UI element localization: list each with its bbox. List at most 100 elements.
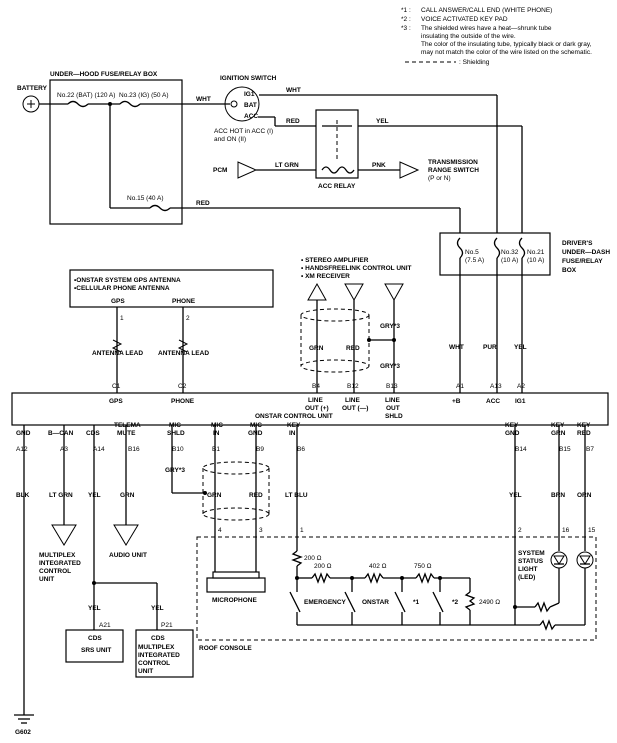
ctrl-cds: CDS: [86, 430, 100, 437]
note1-mark: *1 :: [401, 7, 411, 14]
relay-coil-icon: [321, 166, 355, 174]
antenna-line2: •CELLULAR PHONE ANTENNA: [74, 285, 170, 292]
note2-text: VOICE ACTIVATED KEY PAD: [421, 16, 508, 23]
pin-1: 1: [300, 527, 304, 534]
ignition-switch: IGNITION SWITCH IG1 BAT ACC ACC HOT in A…: [214, 75, 498, 233]
fuse21-icon: [518, 237, 526, 259]
antenna-pin1: 1: [120, 315, 124, 322]
wire-pur-a13: PUR: [483, 344, 497, 351]
fuse15-icon: [149, 204, 171, 212]
ctrl-telema-1: TELEMA: [114, 422, 141, 429]
pin-b9: B9: [256, 446, 264, 453]
stereo-line2: • HANDSFREELINK CONTROL UNIT: [301, 265, 412, 272]
wire-gry-micsh: GRY*3: [165, 467, 185, 474]
pin-b6: B6: [297, 446, 305, 453]
antenna-box: [69, 269, 274, 308]
pin-a14: A14: [93, 446, 105, 453]
stereo-line1: • STEREO AMPLIFIER: [301, 257, 369, 264]
roof-console-frame: [196, 536, 597, 641]
trans-switch-arrow-icon: [399, 161, 420, 179]
ctrl-lo-minus-1: LINE: [345, 397, 360, 404]
stereo-shield-top: [300, 308, 370, 322]
pin-a1: A1: [456, 383, 464, 390]
audio-arrow-icon: [113, 524, 139, 546]
pin-b15: B15: [559, 446, 571, 453]
mic-shield-top: [202, 461, 270, 475]
fuse5-amp: (7.5 A): [465, 257, 484, 264]
dash-box-title-1: DRIVER'S: [562, 240, 593, 247]
ctrl-lo-minus-2: OUT (—): [342, 405, 368, 412]
stereo-plus-arrow-icon: [307, 282, 327, 301]
mux2-cds: CDS: [151, 635, 165, 642]
dash-box-title-4: BOX: [562, 267, 577, 274]
antenna-pin2: 2: [186, 315, 190, 322]
battery-label: BATTERY: [17, 85, 48, 92]
trans-switch-1: TRANSMISSION: [428, 159, 478, 166]
ctrl-key-2: IN: [289, 430, 296, 437]
acc-hot-note-2: and ON (II): [214, 136, 246, 143]
ctrl-kred-2: RED: [577, 430, 591, 437]
fuse5-icon: [456, 237, 464, 259]
wire-yel-a2: YEL: [514, 344, 527, 351]
ctrl-gps: GPS: [109, 398, 123, 405]
ctrl-micin-2: IN: [213, 430, 220, 437]
pin-c2: C2: [178, 383, 187, 390]
ign-bat: BAT: [244, 102, 257, 109]
notes-block: *1 : CALL ANSWER/CALL END (WHITE PHONE) …: [401, 7, 592, 66]
pin-b10: B10: [172, 446, 184, 453]
onstar-control-unit: ONSTAR CONTROL UNIT C1 C2 GPS PHONE B4 B…: [11, 383, 609, 453]
wire-red-fuse15: RED: [196, 200, 210, 207]
acc-relay-label: ACC RELAY: [318, 183, 356, 190]
pin-a2: A2: [517, 383, 525, 390]
led-3: LIGHT: [518, 566, 538, 573]
pin-4: 4: [218, 527, 222, 534]
pin-3: 3: [259, 527, 263, 534]
pin-b13: B13: [386, 383, 398, 390]
ctrl-plus-b: +B: [452, 398, 461, 405]
wire-gry-1: GRY*3: [380, 323, 400, 330]
wire-gry-2: GRY*3: [380, 363, 400, 370]
microphone-icon: [206, 577, 266, 593]
wire-grn-b4: GRN: [309, 345, 324, 352]
switch-emergency: EMERGENCY: [304, 599, 347, 606]
ctrl-micin-1: MIC: [211, 422, 223, 429]
note1-text: CALL ANSWER/CALL END (WHITE PHONE): [421, 7, 552, 14]
stereo-section: • STEREO AMPLIFIER • HANDSFREELINK CONTR…: [300, 257, 412, 393]
ctrl-kgrn-1: KEY: [551, 422, 565, 429]
ctrl-acc: ACC: [486, 398, 500, 405]
wire-blk: BLK: [16, 492, 30, 499]
srs-unit: SRS UNIT: [81, 647, 111, 654]
pin-b14: B14: [515, 446, 527, 453]
wire-wht-ig1: WHT: [286, 87, 301, 94]
antenna-phone: PHONE: [172, 298, 196, 305]
stereo-line3: • XM RECEIVER: [301, 273, 350, 280]
stereo-minus-arrow-icon: [344, 283, 364, 302]
pin-p21: P21: [161, 622, 173, 629]
antenna-line1: •ONSTAR SYSTEM GPS ANTENNA: [74, 277, 181, 284]
ign-ig1: IG1: [244, 91, 255, 98]
wire-wht-bat: WHT: [196, 96, 211, 103]
wire-pnk: PNK: [372, 162, 386, 169]
control-unit-name: ONSTAR CONTROL UNIT: [255, 413, 333, 420]
wire-grn-telema: GRN: [120, 492, 135, 499]
power-section: BATTERY UNDER—HOOD FUSE/RELAY BOX No.22 …: [17, 71, 460, 225]
resistor-200a-icon: [291, 550, 303, 567]
fuse5-name: No.5: [465, 249, 479, 256]
switch-onstar: ONSTAR: [362, 599, 389, 606]
control-unit-box: [11, 392, 609, 426]
pcm-arrow-icon: [237, 161, 258, 179]
ctrl-lo-sh-2: OUT: [386, 405, 400, 412]
ctrl-lo-sh-1: LINE: [385, 397, 400, 404]
ign-acc: ACC: [244, 113, 258, 120]
ctrl-lo-sh-3: SHLD: [385, 413, 403, 420]
roof-console-label: ROOF CONSOLE: [199, 645, 252, 652]
r2490: 2490 Ω: [479, 599, 500, 606]
wire-yel-keygnd: YEL: [509, 492, 522, 499]
mux2-3: CONTROL: [138, 660, 170, 667]
led-grn-resistor-icon: [534, 601, 551, 613]
ctrl-kg-2: GND: [505, 430, 520, 437]
pin-b7: B7: [586, 446, 594, 453]
antenna-gps: GPS: [111, 298, 125, 305]
resistor-200b-icon: [311, 572, 331, 584]
pin-a13: A13: [490, 383, 502, 390]
